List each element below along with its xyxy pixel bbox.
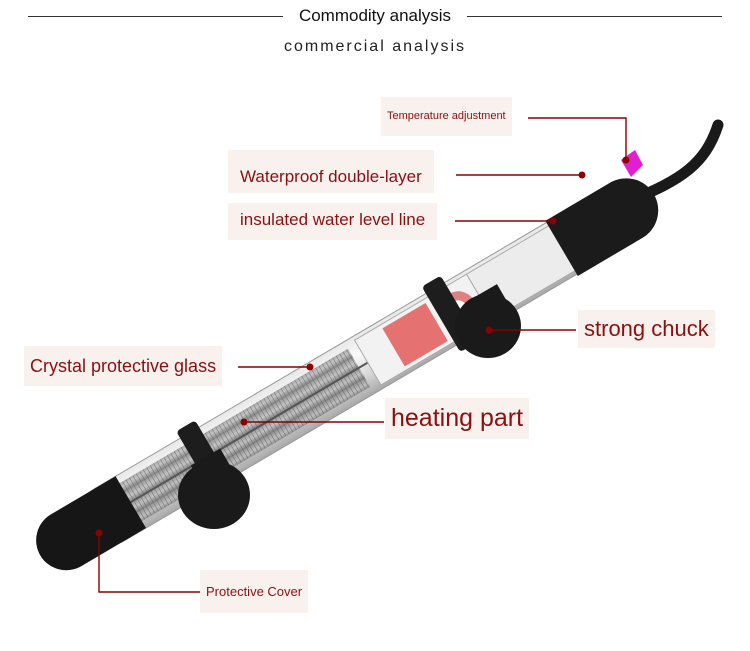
header-rule-left — [28, 16, 283, 17]
bottom-protective-cap — [36, 476, 146, 571]
page-title: Commodity analysis — [298, 6, 452, 25]
callout-waterproof: Waterproof double-layer — [228, 150, 434, 193]
callout-crystal-glass: Crystal protective glass — [24, 346, 223, 386]
callout-protective-cover: Protective Cover — [200, 570, 309, 613]
leader-dots — [95, 156, 630, 537]
callout-strong-chuck: strong chuck — [578, 310, 715, 348]
callout-insulated: insulated water level line — [228, 203, 438, 240]
callout-heating-part: heating part — [385, 398, 530, 439]
suction-cup-bottom — [178, 461, 250, 529]
leader-temp — [528, 117, 627, 160]
top-cap — [545, 178, 659, 276]
header-rule-right — [467, 16, 722, 17]
suction-cup-top — [455, 294, 521, 358]
temperature-knob — [621, 150, 643, 177]
leader-cover — [98, 533, 200, 593]
leader-lines — [98, 117, 627, 593]
page-subtitle: commercial analysis — [283, 38, 467, 55]
callout-temperature-adjustment: Temperature adjustment — [381, 97, 512, 136]
